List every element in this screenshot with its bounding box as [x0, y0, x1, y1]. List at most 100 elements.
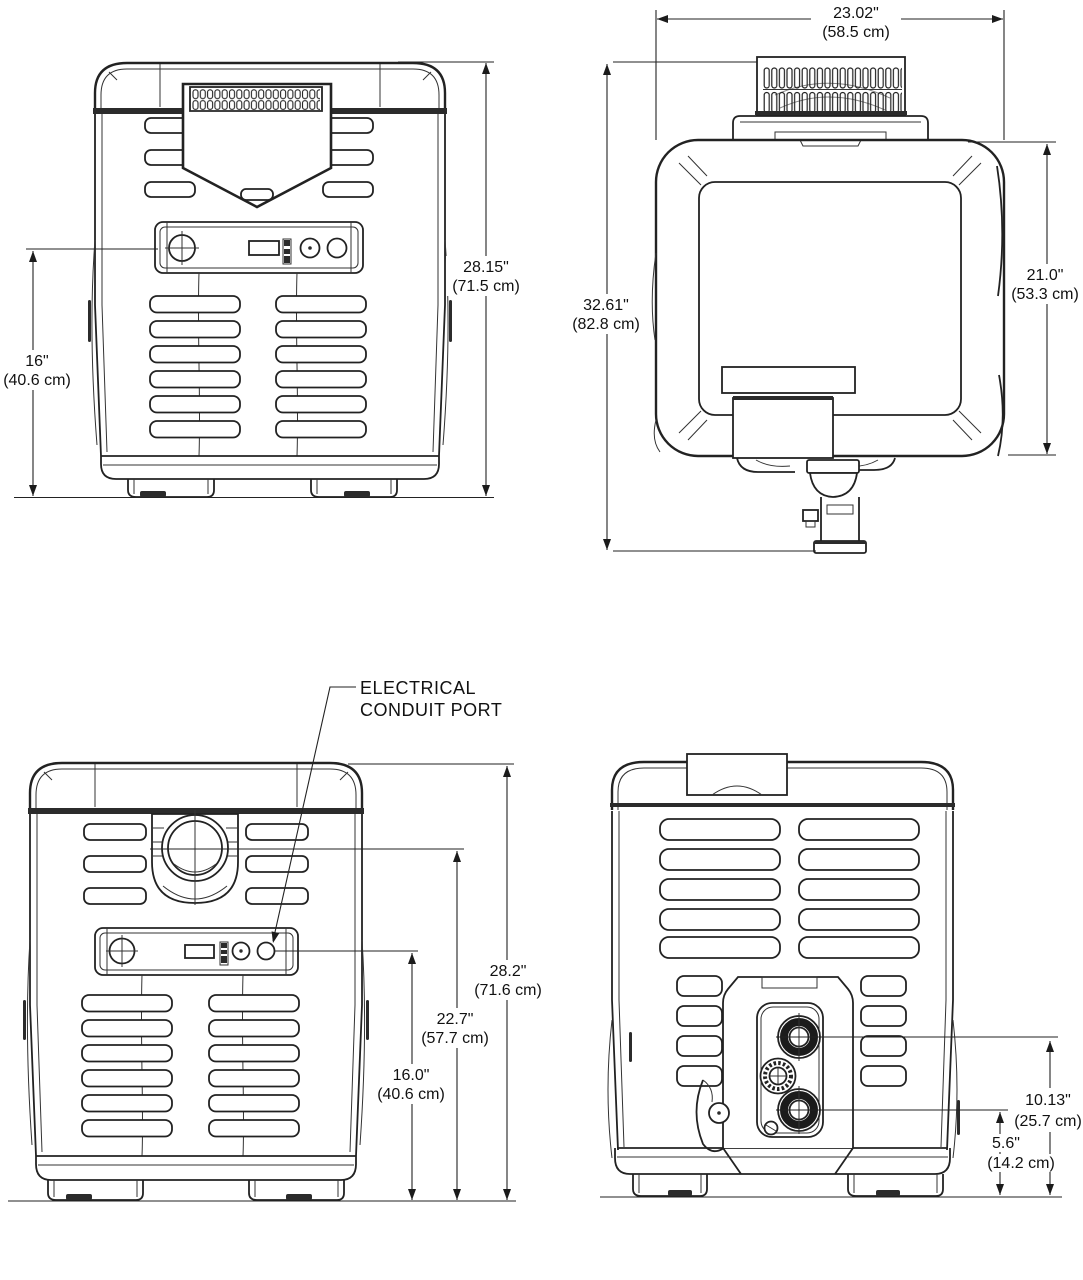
- dimension-value-cm: (14.2 cm): [987, 1155, 1055, 1172]
- dimension-value-cm: (40.6 cm): [3, 372, 71, 389]
- louver: [798, 878, 920, 901]
- louver: [81, 1019, 173, 1038]
- fan-grille: [755, 56, 907, 116]
- dimension-value-cm: (58.5 cm): [822, 24, 890, 41]
- louver: [798, 818, 920, 841]
- louver: [275, 395, 367, 414]
- louver: [149, 370, 241, 389]
- display-window: [248, 240, 280, 256]
- view-front-conduit: ELECTRICAL CONDUIT PORT 28.2" (71.6 cm) …: [8, 678, 547, 1202]
- louver: [81, 1094, 173, 1113]
- exhaust-shield: [181, 82, 333, 209]
- top-cap: [610, 753, 955, 810]
- dimension-value-in: 28.2": [490, 963, 527, 980]
- louver: [798, 848, 920, 871]
- dim-top-overall-depth: 32.61" (82.8 cm): [563, 61, 816, 552]
- dimension-value-in: 16": [25, 353, 48, 370]
- control-panel: [94, 927, 299, 976]
- dimension-value-in: 16.0": [393, 1067, 430, 1084]
- louver: [860, 1005, 907, 1027]
- dimension-value-cm: (82.8 cm): [572, 316, 640, 333]
- louver: [659, 908, 781, 931]
- louver: [81, 1069, 173, 1088]
- louver: [659, 936, 781, 959]
- display-window: [184, 944, 215, 959]
- dimension-value-cm: (40.6 cm): [377, 1086, 445, 1103]
- button-strip: [219, 941, 229, 966]
- dimension-value-in: 23.02": [833, 5, 879, 22]
- louver: [676, 1005, 723, 1027]
- louver: [860, 1065, 907, 1087]
- cabinet-body: [23, 814, 369, 1157]
- view-top: 23.02" (58.5 cm) 32.61" (82.8 cm) 21.0" …: [563, 2, 1083, 554]
- louver: [659, 848, 781, 871]
- louver: [245, 887, 309, 905]
- dim-conduit-overall-height: 28.2" (71.6 cm): [348, 763, 547, 1200]
- top-handle: [686, 753, 788, 796]
- louver: [208, 1019, 300, 1038]
- louver: [149, 295, 241, 314]
- dim-top-overall-width: 23.02" (58.5 cm): [655, 2, 1005, 140]
- louver: [149, 420, 241, 439]
- top-cap: [28, 761, 364, 814]
- louver: [322, 181, 374, 198]
- louver: [860, 1035, 907, 1057]
- dimension-value-in: 21.0": [1027, 267, 1064, 284]
- louver: [798, 936, 920, 959]
- vent-port-assembly: [151, 810, 239, 905]
- dimension-value-cm: (53.3 cm): [1011, 286, 1079, 303]
- louver: [275, 295, 367, 314]
- louver: [208, 1044, 300, 1063]
- callout-text-line1: ELECTRICAL: [360, 678, 476, 698]
- louver: [275, 420, 367, 439]
- lower-vent-grid: [81, 994, 300, 1138]
- callout-electrical-conduit-port: ELECTRICAL CONDUIT PORT: [269, 678, 502, 944]
- louver: [275, 345, 367, 364]
- front-panel-block: [732, 396, 896, 473]
- louver: [149, 395, 241, 414]
- louver: [83, 887, 147, 905]
- louver: [676, 1035, 723, 1057]
- dim-rear-upper-port-height: 10.13" (25.7 cm): [776, 1036, 1083, 1195]
- louver: [659, 818, 781, 841]
- louver: [208, 1119, 300, 1138]
- base: [614, 1147, 951, 1197]
- dimension-value-cm: (57.7 cm): [421, 1030, 489, 1047]
- louver: [208, 1069, 300, 1088]
- louver: [81, 1044, 173, 1063]
- louver: [676, 1065, 723, 1087]
- lower-vent-grid: [149, 295, 367, 439]
- louver: [149, 345, 241, 364]
- panel-port-circle: [326, 237, 348, 259]
- port-plate: [756, 1002, 824, 1138]
- grille-mount-plate: [732, 115, 929, 147]
- view-front-with-shield: 28.15" (71.5 cm) 16" (40.6 cm): [2, 61, 526, 499]
- dim-rear-lower-port-height: 5.6" (14.2 cm): [776, 1109, 1062, 1195]
- water-manifold: [802, 459, 867, 554]
- dim-front-panel-height: 16" (40.6 cm): [2, 248, 158, 496]
- base: [100, 455, 440, 498]
- louver: [144, 181, 196, 198]
- cabinet-body: [607, 811, 960, 1159]
- louver: [81, 994, 173, 1013]
- rating-label-plate: [721, 366, 856, 394]
- louver: [83, 855, 147, 873]
- control-panel: [154, 221, 364, 274]
- dim-front-overall-height: 28.15" (71.5 cm): [398, 61, 526, 496]
- louver: [245, 855, 309, 873]
- dim-top-body-depth: 21.0" (53.3 cm): [968, 141, 1083, 456]
- louver: [860, 975, 907, 997]
- louver: [798, 908, 920, 931]
- base: [35, 1155, 357, 1201]
- dimension-value-in: 22.7": [437, 1011, 474, 1028]
- louver: [275, 370, 367, 389]
- dimension-value-cm: (71.5 cm): [452, 278, 520, 295]
- dimension-value-in: 10.13": [1025, 1092, 1071, 1109]
- dimension-value-cm: (25.7 cm): [1014, 1113, 1082, 1130]
- louver: [659, 878, 781, 901]
- dimension-value-in: 5.6": [992, 1135, 1020, 1152]
- louver: [676, 975, 723, 997]
- dimension-value-in: 32.61": [583, 297, 629, 314]
